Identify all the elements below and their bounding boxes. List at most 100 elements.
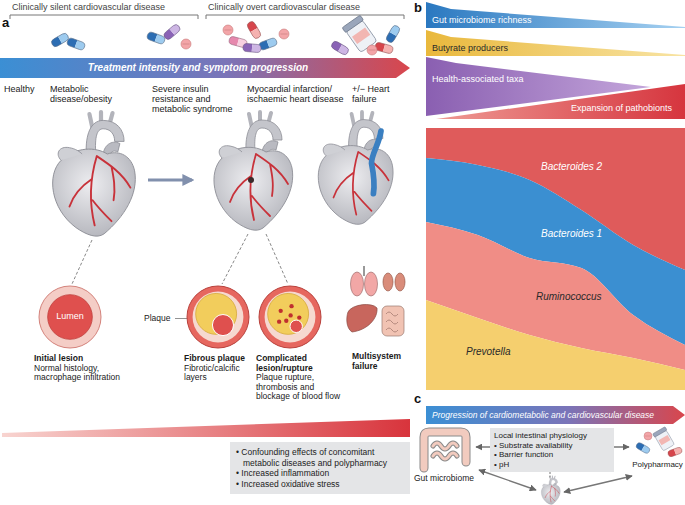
pill-icon <box>635 427 683 458</box>
organ-group <box>347 266 405 336</box>
progression-band: Progression of cardiometabolic and cardi… <box>426 406 685 424</box>
artery-section: Fibrous plaqueFibrotic/calcific layers <box>184 286 254 383</box>
bullet-note: • Substrate availability <box>494 441 610 451</box>
stage-heading: Initial lesion <box>34 354 139 364</box>
component-label: Polypharmacy <box>630 460 685 470</box>
heart-drawing <box>318 112 393 224</box>
trend-wedge: Gut microbiome richness <box>426 2 685 28</box>
stage-group-title: Clinically overt cardiovascular disease <box>208 2 403 13</box>
band-label: Treatment intensity and symptom progress… <box>0 62 396 74</box>
lung <box>351 272 364 296</box>
box-heading: Local intestinal physiology <box>494 431 610 441</box>
capsule <box>374 42 393 54</box>
capsule <box>330 40 350 56</box>
heart-icon <box>541 476 560 504</box>
capsule <box>50 32 70 48</box>
capsule <box>667 447 683 458</box>
bullet-note: • Barrier function <box>494 450 610 460</box>
trend-wedge: Butyrate producers <box>426 30 685 56</box>
taxon-label: Bacteroides 2 <box>541 161 651 173</box>
heart-drawing <box>214 112 293 230</box>
band-label: Progression of cardiometabolic and cardi… <box>432 409 672 421</box>
progression-arrow <box>148 179 192 182</box>
stage-label: Myocardial infarction/ ischaemic heart d… <box>247 84 347 104</box>
artery-layer <box>39 286 101 348</box>
wedge-label: Gut microbiome richness <box>432 15 632 26</box>
liver <box>347 305 377 332</box>
stage-description: Plaque rupture, thrombosis and blockage … <box>256 373 348 402</box>
interaction-arrow <box>564 476 632 492</box>
capsule <box>246 20 262 40</box>
panel-letter: b <box>414 1 426 15</box>
lesion-spot <box>248 177 254 183</box>
artery-layer <box>265 292 316 343</box>
trachea <box>363 266 365 276</box>
leader-line <box>266 234 288 284</box>
progression-band: Treatment intensity and symptom progress… <box>0 58 410 78</box>
stage-label: Healthy <box>4 84 49 94</box>
capsule <box>635 442 651 455</box>
severity-wedge <box>2 419 410 437</box>
artery-drawing <box>187 286 249 348</box>
stage-heading: Fibrous plaque <box>184 354 254 364</box>
node-outline <box>426 128 685 390</box>
artery-layer <box>290 320 302 332</box>
stage-heading: Complicated lesion/rupture <box>256 354 348 373</box>
bullet-note: • pH <box>494 460 610 470</box>
pill-group <box>330 15 401 56</box>
artery-layer <box>259 286 321 348</box>
wedge-shape <box>436 84 685 119</box>
artery-layer <box>193 292 244 343</box>
note-box: Local intestinal physiology• Substrate a… <box>490 428 614 472</box>
taxon-label: Prevotella <box>466 346 556 358</box>
heart-drawing <box>53 112 136 236</box>
bullet-note: • Increased inflammation <box>236 468 404 479</box>
trend-wedge: Expansion of pathobionts <box>426 57 685 119</box>
artery-section: LumenInitial lesionNormal histology, mac… <box>34 286 139 383</box>
abundance-band: Prevotella <box>426 128 685 390</box>
artery-section: Complicated lesion/rupturePlaque rupture… <box>256 286 348 402</box>
bullet-note: • Increased oxidative stress <box>236 479 404 490</box>
artery-layer <box>277 319 281 323</box>
stent <box>372 131 382 194</box>
drug-node: Polypharmacy <box>630 428 685 470</box>
pill-bottle <box>653 427 675 452</box>
stage-bracket <box>10 15 198 19</box>
note-box: • Confounding effects of concomitant met… <box>230 442 410 494</box>
tablet <box>644 432 652 440</box>
bullet-note: • Confounding effects of concomitant met… <box>236 447 404 468</box>
interaction-arrow <box>479 470 536 490</box>
tablet <box>367 45 377 55</box>
tablet <box>279 29 289 39</box>
artery-layer <box>284 319 288 323</box>
pill-group <box>146 23 191 49</box>
component-label: Gut microbiome <box>413 474 475 484</box>
area-shape <box>426 300 685 390</box>
kidney <box>395 273 405 291</box>
interaction-arrow <box>550 472 551 478</box>
band-shape <box>0 58 410 78</box>
capsule <box>163 23 182 41</box>
wedge-label: Expansion of pathobionts <box>571 103 683 114</box>
leader-line <box>222 234 248 284</box>
pill-group <box>223 20 289 53</box>
taxon-label: Ruminococcus <box>536 291 646 303</box>
panel-letter: a <box>2 16 14 30</box>
artery-layer <box>268 293 309 334</box>
capsule <box>243 43 262 53</box>
lumen-label: Lumen <box>45 311 95 322</box>
stage-bracket <box>206 15 404 19</box>
capsule <box>385 24 401 44</box>
taxon-label: Bacteroides 1 <box>541 228 651 240</box>
wedge-label: Health-associated taxa <box>432 74 582 85</box>
wedge-shape <box>426 2 685 28</box>
stage-label: Severe insulin resistance and metabolic … <box>152 84 244 114</box>
stage-group-title: Clinically silent cardiovascular disease <box>12 2 202 13</box>
part-label: Plaque <box>144 313 174 323</box>
tablet <box>223 25 233 35</box>
pill-group <box>50 32 86 51</box>
stage-label: Metabolic disease/obesity <box>50 84 150 104</box>
lung <box>365 272 378 296</box>
tablet <box>181 39 191 49</box>
stage-label: +/− Heart failure <box>352 84 408 104</box>
